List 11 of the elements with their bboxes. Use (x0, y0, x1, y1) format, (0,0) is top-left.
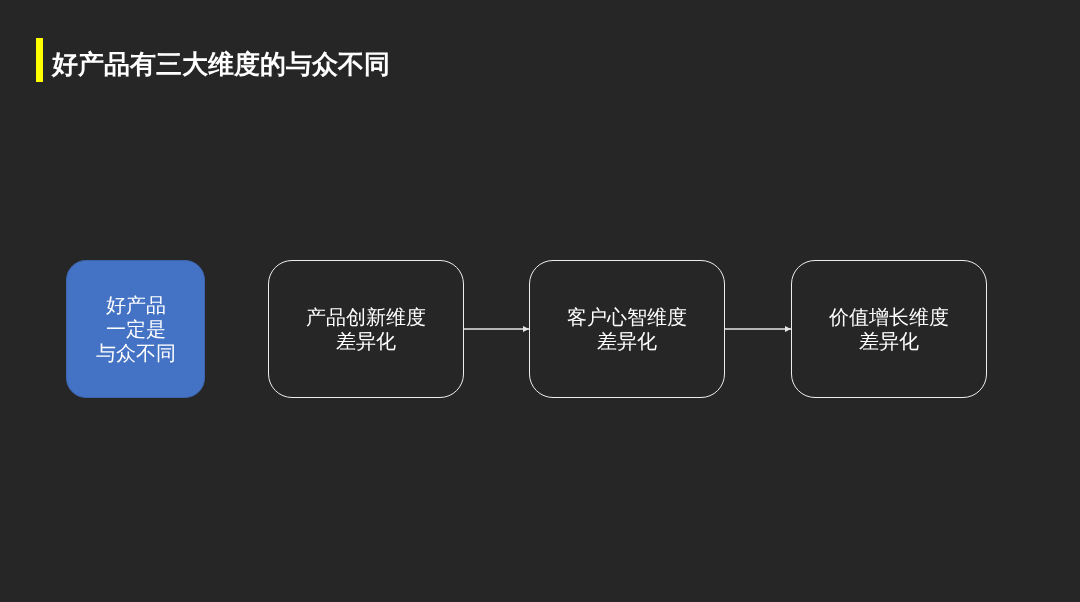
rounded-box (66, 260, 205, 398)
box-text: 产品创新维度差异化 (306, 305, 426, 353)
title: 好产品有三大维度的与众不同 (52, 48, 390, 81)
rounded-box (529, 260, 725, 398)
arrow (724, 326, 792, 332)
rounded-box (791, 260, 987, 398)
box-text: 价值增长维度差异化 (829, 305, 949, 353)
rounded-box (268, 260, 464, 398)
box-text: 客户心智维度差异化 (567, 305, 687, 353)
arrow (463, 326, 530, 332)
box-text: 好产品一定是与众不同 (95, 293, 176, 365)
